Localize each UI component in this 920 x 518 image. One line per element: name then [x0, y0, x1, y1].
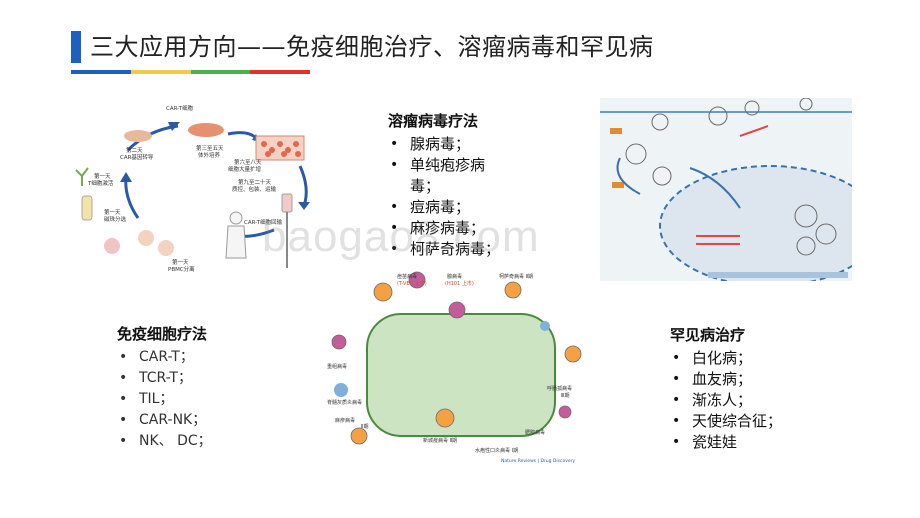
list-item: TCR-T； — [117, 368, 277, 389]
immune-cell-therapy-section: 免疫细胞疗法 CAR-T； TCR-T； TIL； CAR-NK； NK、 DC… — [117, 323, 277, 452]
car-t-label-15: PBMC分离 — [168, 265, 195, 273]
oncolytic-list: 腺病毒； 单纯疱疹病 毒； 痘病毒； 麻疹病毒； 柯萨奇病毒； — [388, 134, 538, 260]
virus-label-10: Ⅲ期 — [561, 393, 569, 399]
list-item: CAR-NK； — [117, 410, 277, 431]
title-underline-red — [250, 70, 310, 74]
car-t-label-5: 第六至八天 — [234, 158, 262, 166]
list-item: TIL； — [117, 389, 277, 410]
title-underline-yellow — [130, 70, 191, 74]
immune-list: CAR-T； TCR-T； TIL； CAR-NK； NK、 DC； — [117, 347, 277, 452]
virus-label-1: (T-VEC 上市) — [397, 280, 427, 287]
oncolytic-virus-diagram: 痘苗病毒 (T-VEC 上市) 腺病毒 (H101 上市) 柯萨奇病毒 Ⅱ期 麻… — [327, 271, 582, 464]
virus-label-8: 新城疫病毒 Ⅱ期 — [423, 437, 457, 444]
car-t-label-9: CAR-T细胞回输 — [244, 218, 283, 226]
title-underline — [71, 70, 310, 74]
virus-label-5: 麻疹病毒 — [335, 417, 355, 424]
car-t-label-0: CAR-T细胞 — [166, 104, 194, 112]
list-item: 瓷娃娃 — [670, 432, 830, 453]
list-item: NK、 DC； — [117, 431, 277, 452]
list-item: 麻疹病毒； — [388, 218, 538, 239]
virus-label-12: 水疱性口炎病毒 Ⅰ期 — [475, 447, 518, 454]
title-accent-bar — [71, 31, 81, 63]
car-t-label-7: 第九至二十天 — [238, 178, 272, 186]
virus-label-0: 痘苗病毒 — [397, 273, 417, 280]
list-item: 单纯疱疹病 毒； — [388, 155, 538, 197]
virus-label-7: 重组病毒 — [327, 363, 347, 370]
car-t-label-6: 细胞大量扩增 — [228, 165, 261, 173]
car-t-label-8: 质控、包装、运输 — [232, 185, 277, 193]
virus-label-2: 腺病毒 — [447, 273, 462, 280]
car-t-workflow-diagram: CAR-T细胞 第二天 CAR基因转导 第三至五天 体外培养 第六至八天 细胞大… — [75, 104, 310, 273]
car-t-label-2: CAR基因转导 — [120, 153, 154, 161]
virus-label-11: 脊髓灰质炎病毒 — [327, 399, 362, 406]
list-item: 渐冻人； — [670, 390, 830, 411]
virus-label-9: 呼肠孤病毒 — [547, 385, 572, 392]
list-item: 柯萨奇病毒； — [388, 239, 538, 260]
immune-heading: 免疫细胞疗法 — [117, 325, 208, 343]
virus-label-6: Ⅱ期 — [361, 424, 368, 430]
title-underline-blue — [71, 70, 131, 74]
oncolytic-virus-figure: 痘苗病毒 (T-VEC 上市) 腺病毒 (H101 上市) 柯萨奇病毒 Ⅱ期 麻… — [325, 262, 587, 466]
car-t-label-10: 第一天 — [94, 172, 111, 180]
oncolytic-heading: 溶瘤病毒疗法 — [388, 112, 479, 130]
rare-heading: 罕见病治疗 — [670, 326, 746, 344]
car-t-label-11: T细胞激活 — [87, 179, 114, 187]
list-item: 腺病毒； — [388, 134, 538, 155]
car-t-label-1: 第二天 — [126, 146, 143, 154]
car-t-label-3: 第三至五天 — [196, 144, 224, 152]
car-t-workflow-figure: CAR-T细胞 第二天 CAR基因转导 第三至五天 体外培养 第六至八天 细胞大… — [68, 98, 330, 283]
car-t-label-12: 第一天 — [104, 208, 121, 216]
list-item: 血友病； — [670, 369, 830, 390]
oncolytic-virus-section: 溶瘤病毒疗法 腺病毒； 单纯疱疹病 毒； 痘病毒； 麻疹病毒； 柯萨奇病毒； — [388, 110, 538, 260]
virus-label-13: 腮腺病毒 — [525, 429, 545, 436]
gene-therapy-mechanism-diagram — [600, 98, 852, 281]
virus-figure-source: Nature Reviews | Drug Discovery — [501, 458, 575, 464]
rare-disease-section: 罕见病治疗 白化病； 血友病； 渐冻人； 天使综合征； 瓷娃娃 — [670, 324, 830, 453]
virus-label-4: 柯萨奇病毒 Ⅱ期 — [499, 273, 533, 280]
rare-list: 白化病； 血友病； 渐冻人； 天使综合征； 瓷娃娃 — [670, 348, 830, 453]
page-title: 三大应用方向——免疫细胞治疗、溶瘤病毒和罕见病 — [90, 33, 654, 61]
list-item: 白化病； — [670, 348, 830, 369]
car-t-label-13: 磁珠分选 — [104, 215, 127, 223]
list-item: CAR-T； — [117, 347, 277, 368]
title-underline-green — [190, 70, 251, 74]
list-item: 痘病毒； — [388, 197, 538, 218]
gene-therapy-mechanism-figure — [600, 98, 852, 281]
list-item: 天使综合征； — [670, 411, 830, 432]
virus-label-3: (H101 上市) — [445, 280, 474, 287]
car-t-label-4: 体外培养 — [198, 151, 221, 159]
car-t-label-14: 第一天 — [172, 258, 189, 266]
